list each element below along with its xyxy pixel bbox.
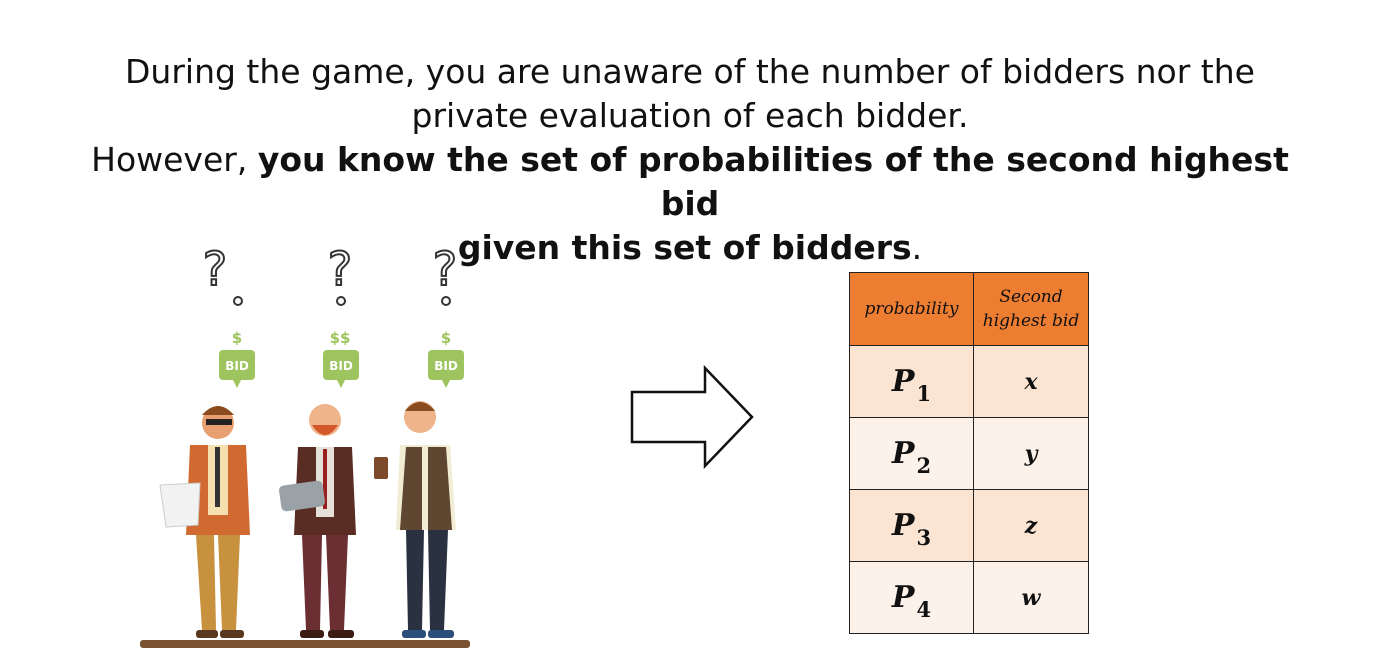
table-row: P4 w <box>849 561 1089 634</box>
bidder-figure-1 <box>159 406 250 638</box>
headline-text: During the game, you are unaware of the … <box>60 50 1320 270</box>
probability-table: probability Second highest bid P1 x P2 y… <box>849 272 1089 634</box>
ground-line <box>140 640 470 648</box>
headline-however: However, <box>91 140 258 179</box>
probability-cell: P3 <box>849 489 974 562</box>
svg-text:?: ? <box>433 242 457 296</box>
right-arrow-icon <box>630 365 754 469</box>
question-mark-icon: ? <box>327 241 353 306</box>
bid-bubble-3: BID <box>428 350 464 388</box>
probability-subscript: 2 <box>916 453 932 478</box>
table-row: P2 y <box>849 417 1089 490</box>
svg-text:BID: BID <box>225 359 249 373</box>
bid-value-cell: y <box>973 417 1089 490</box>
dollar-icon: $$ <box>330 329 351 347</box>
header-second-highest-bid: Second highest bid <box>973 272 1089 346</box>
header-second-line-1: Second <box>999 287 1063 307</box>
bid-bubble-2: BID <box>323 350 359 388</box>
header-second-line-2: highest bid <box>982 311 1080 331</box>
question-mark-icon: ? <box>202 241 243 306</box>
bid-bubble-1: BID <box>219 350 255 388</box>
svg-text:?: ? <box>203 242 227 296</box>
probability-cell: P1 <box>849 345 974 418</box>
probability-subscript: 4 <box>916 597 932 622</box>
headline-line-1: During the game, you are unaware of the … <box>125 52 1255 91</box>
probability-cell: P4 <box>849 561 974 634</box>
probability-symbol: P <box>891 364 915 399</box>
probability-symbol: P <box>891 436 915 471</box>
probability-symbol: P <box>891 580 915 615</box>
dollar-icon: $ <box>441 329 451 347</box>
table-row: P3 z <box>849 489 1089 562</box>
headline-line-2: private evaluation of each bidder. <box>411 96 969 135</box>
headline-line-4: given this set of bidders. <box>60 226 1320 270</box>
probability-cell: P2 <box>849 417 974 490</box>
svg-text:BID: BID <box>329 359 353 373</box>
bidder-figure-3 <box>374 401 456 638</box>
bid-value-cell: w <box>973 561 1089 634</box>
probability-symbol: P <box>891 508 915 543</box>
headline-bold-2: given this set of bidders <box>457 228 912 267</box>
bidders-illustration: ? ? ? $ $$ $ BID BID BID <box>140 241 470 648</box>
bidder-figure-2 <box>279 404 356 638</box>
dollar-icon: $ <box>232 329 242 347</box>
table-header-row: probability Second highest bid <box>849 272 1089 346</box>
probability-subscript: 1 <box>916 381 932 406</box>
header-probability: probability <box>849 272 974 346</box>
svg-text:BID: BID <box>434 359 458 373</box>
headline-period: . <box>911 228 923 267</box>
bid-value-cell: z <box>973 489 1089 562</box>
bid-value-cell: x <box>973 345 1089 418</box>
question-mark-icon: ? <box>432 241 458 306</box>
table-row: P1 x <box>849 345 1089 418</box>
headline-bold-1: you know the set of probabilities of the… <box>257 140 1289 223</box>
probability-subscript: 3 <box>916 525 932 550</box>
svg-text:?: ? <box>328 242 352 296</box>
headline-line-3: However, you know the set of probabiliti… <box>60 138 1320 226</box>
